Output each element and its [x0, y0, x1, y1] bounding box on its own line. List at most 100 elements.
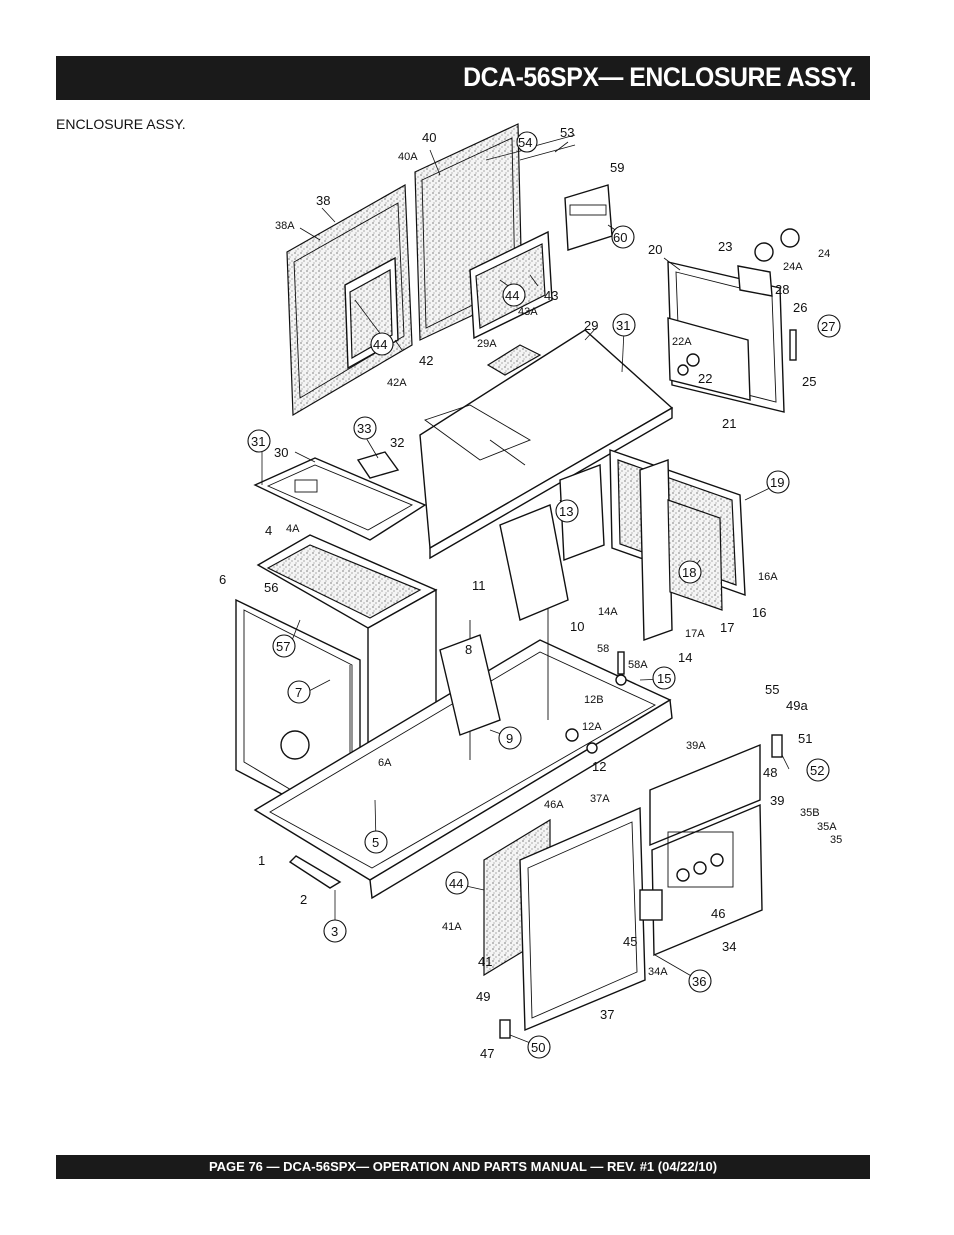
callout-32: 32 [390, 435, 404, 450]
callout-37: 37 [600, 1007, 614, 1022]
callout-18: 18 [682, 565, 696, 580]
callout-44: 44 [449, 876, 463, 891]
right-duct-group [559, 449, 746, 641]
callout-17: 17 [720, 620, 734, 635]
callout-55: 55 [765, 682, 779, 697]
callout-12B: 12B [584, 694, 604, 706]
callout-49: 49 [476, 989, 490, 1004]
callout-21: 21 [722, 416, 736, 431]
callout-10: 10 [570, 619, 584, 634]
callout-48: 48 [763, 765, 777, 780]
callout-60: 60 [613, 230, 627, 245]
callout-36: 36 [692, 974, 706, 989]
callout-4: 4 [265, 523, 272, 538]
callout-12: 12 [592, 759, 606, 774]
callout-41A: 41A [442, 921, 462, 933]
callout-5: 5 [372, 835, 379, 850]
callout-43: 43 [544, 288, 558, 303]
access-panel-30 [253, 451, 427, 541]
page-title: DCA-56SPX— ENCLOSURE ASSY. [463, 62, 856, 92]
callout-39A: 39A [686, 740, 706, 752]
callout-24: 24 [818, 248, 830, 260]
callout-43A: 43A [518, 306, 538, 318]
callout-44: 44 [373, 337, 387, 352]
callout-49: 49a [786, 698, 808, 713]
page-footer-bar: PAGE 76 — DCA-56SPX— OPERATION AND PARTS… [56, 1155, 870, 1179]
callout-31: 31 [616, 318, 630, 333]
callout-46: 46 [711, 906, 725, 921]
callout-38A: 38A [275, 220, 295, 232]
page-header-bar: DCA-56SPX— ENCLOSURE ASSY. [56, 56, 870, 100]
callout-2: 2 [300, 892, 307, 907]
callout-42A: 42A [387, 377, 407, 389]
callout-4A: 4A [286, 523, 300, 535]
callout-25: 25 [802, 374, 816, 389]
callout-14: 14 [678, 650, 692, 665]
callout-57: 57 [276, 639, 290, 654]
callout-45: 45 [623, 934, 637, 949]
callout-22A: 22A [672, 336, 692, 348]
callout-37A: 37A [590, 793, 610, 805]
callout-35: 35 [830, 834, 842, 846]
callout-44: 44 [505, 288, 519, 303]
callout-labels: 40 40A 54 53 59 60 38 38A 44 43 43A 44 4… [219, 125, 842, 1061]
callout-59: 59 [610, 160, 624, 175]
callout-58A: 58A [628, 659, 648, 671]
callout-40A: 40A [398, 151, 418, 163]
callout-circles [247, 131, 841, 1059]
section-subtitle: ENCLOSURE ASSY. [56, 116, 186, 132]
callout-56: 56 [264, 580, 278, 595]
callout-53: 53 [560, 125, 574, 140]
callout-39: 39 [770, 793, 784, 808]
callout-3: 3 [331, 924, 338, 939]
callout-58: 58 [597, 643, 609, 655]
left-cabinet [235, 534, 438, 837]
callout-29A: 29A [477, 338, 497, 350]
callout-54: 54 [518, 135, 532, 150]
callout-34: 34 [722, 939, 736, 954]
callout-47: 47 [480, 1046, 494, 1061]
callout-34A: 34A [648, 966, 668, 978]
callout-17A: 17A [685, 628, 705, 640]
roof-panel [419, 329, 674, 560]
callout-35A: 35A [817, 821, 837, 833]
door-group [483, 734, 783, 1039]
control-panel-group [667, 228, 800, 413]
callout-30: 30 [274, 445, 288, 460]
callout-9: 9 [506, 731, 513, 746]
callout-46A: 46A [544, 799, 564, 811]
page-footer-text: PAGE 76 — DCA-56SPX— OPERATION AND PARTS… [208, 1159, 718, 1174]
callout-1: 1 [258, 853, 265, 868]
callout-23: 23 [718, 239, 732, 254]
callout-40: 40 [422, 130, 436, 145]
callout-33: 33 [357, 421, 371, 436]
callout-35B: 35B [800, 807, 820, 819]
callout-6: 6 [219, 572, 226, 587]
callout-12A: 12A [582, 721, 602, 733]
callout-15: 15 [657, 671, 671, 686]
callout-52: 52 [810, 763, 824, 778]
callout-8: 8 [465, 642, 472, 657]
callout-31: 31 [251, 434, 265, 449]
callout-26: 26 [793, 300, 807, 315]
callout-29: 29 [584, 318, 598, 333]
callout-16A: 16A [758, 571, 778, 583]
callout-16: 16 [752, 605, 766, 620]
callout-28: 28 [775, 282, 789, 297]
callout-20: 20 [648, 242, 662, 257]
base-frame [253, 504, 673, 900]
callout-27: 27 [821, 319, 835, 334]
callout-13: 13 [559, 504, 573, 519]
callout-11: 11 [472, 578, 486, 593]
callout-14A: 14A [598, 606, 618, 618]
callout-6A: 6A [378, 757, 392, 769]
callout-22: 22 [698, 371, 712, 386]
callout-51: 51 [798, 731, 812, 746]
mount-hardware [565, 651, 627, 754]
callout-38: 38 [316, 193, 330, 208]
callout-24A: 24A [783, 261, 803, 273]
callout-41: 41 [478, 954, 492, 969]
callout-50: 50 [531, 1040, 545, 1055]
callout-19: 19 [770, 475, 784, 490]
